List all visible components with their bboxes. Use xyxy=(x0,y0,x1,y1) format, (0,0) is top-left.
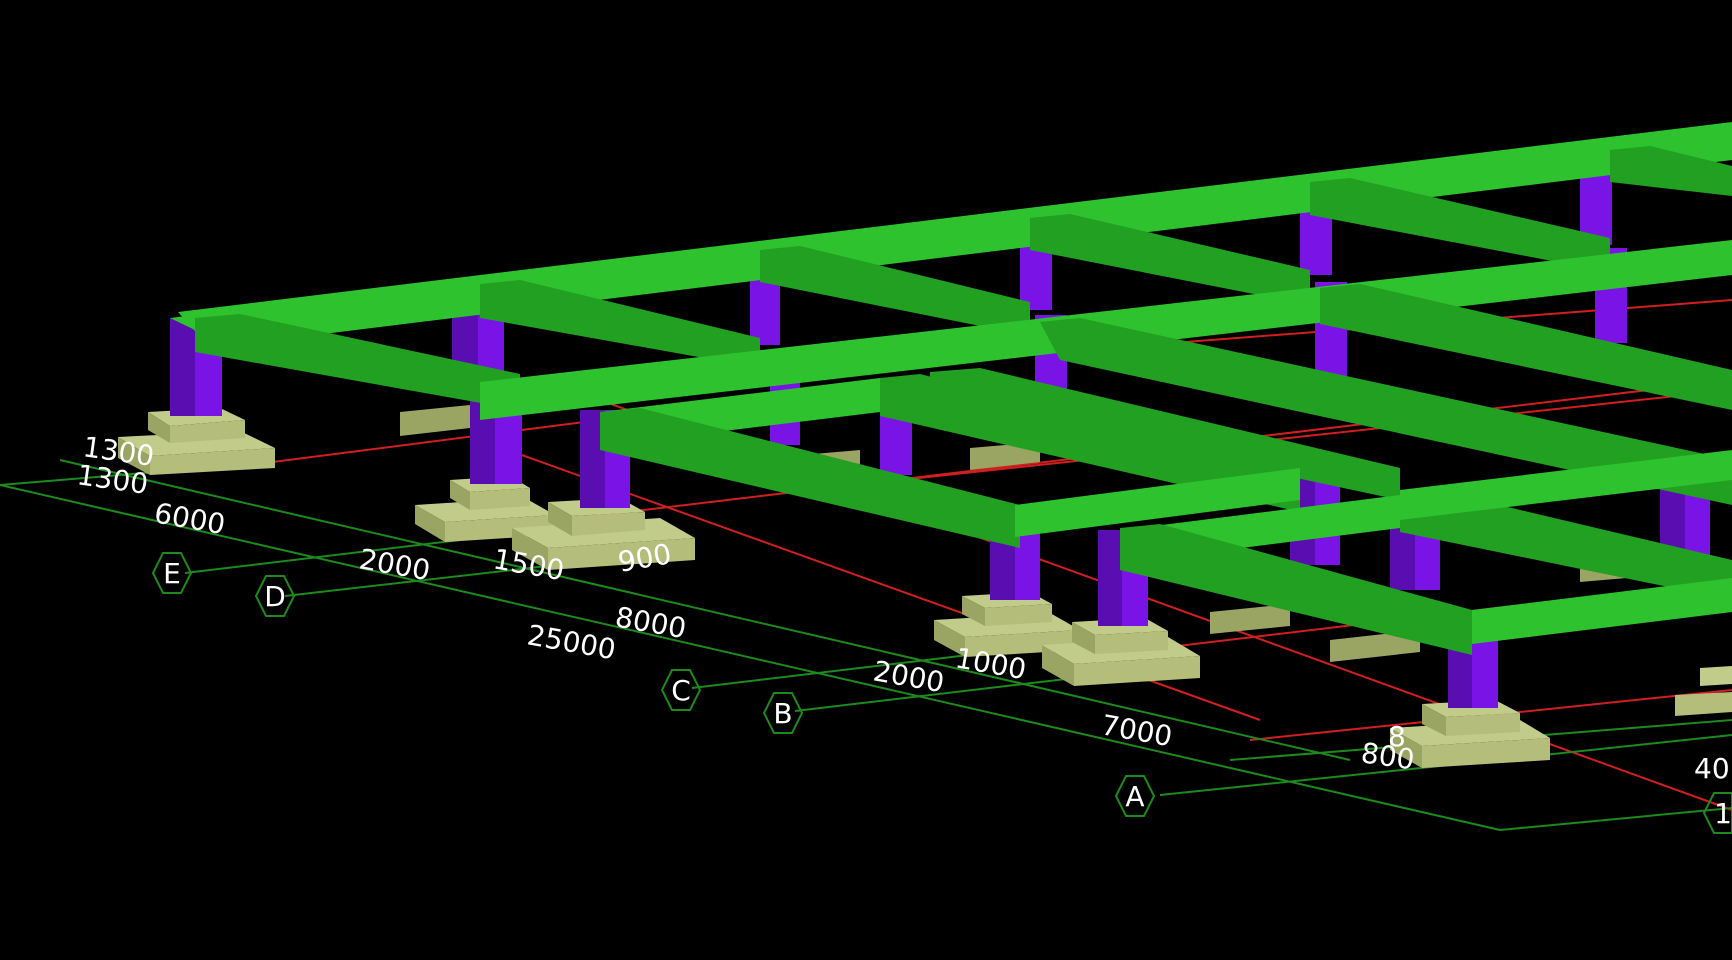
dim-6000: 6000 xyxy=(152,496,228,541)
axis-bubble-e xyxy=(151,552,193,594)
axis-bubble-1 xyxy=(1702,792,1732,834)
dim-2000-right: 2000 xyxy=(871,654,947,699)
axis-bubble-labels: E D C B A 1 xyxy=(163,557,1732,830)
dim-800: 800 xyxy=(1359,736,1417,776)
axis-bubble-a xyxy=(1114,775,1156,817)
dim-40-partial: 40 xyxy=(1694,752,1730,785)
axis-bubble-c xyxy=(660,669,702,711)
dim-8-partial: 8 xyxy=(1388,720,1406,753)
dim-25000: 25000 xyxy=(525,618,618,666)
dim-8000: 8000 xyxy=(613,600,689,645)
axis-bubble-b xyxy=(762,692,804,734)
axis-label-e: E xyxy=(163,557,181,590)
dim-2000-left: 2000 xyxy=(357,542,433,587)
axis-label-b: B xyxy=(773,697,792,730)
axis-label-c: C xyxy=(671,674,691,707)
axis-label-d: D xyxy=(264,580,286,613)
axis-bubbles xyxy=(151,552,1732,834)
dim-7000: 7000 xyxy=(1099,708,1175,753)
axis-label-1: 1 xyxy=(1714,797,1732,830)
axis-bubble-d xyxy=(254,575,296,617)
beams xyxy=(170,122,1732,655)
axis-label-a: A xyxy=(1125,780,1144,813)
